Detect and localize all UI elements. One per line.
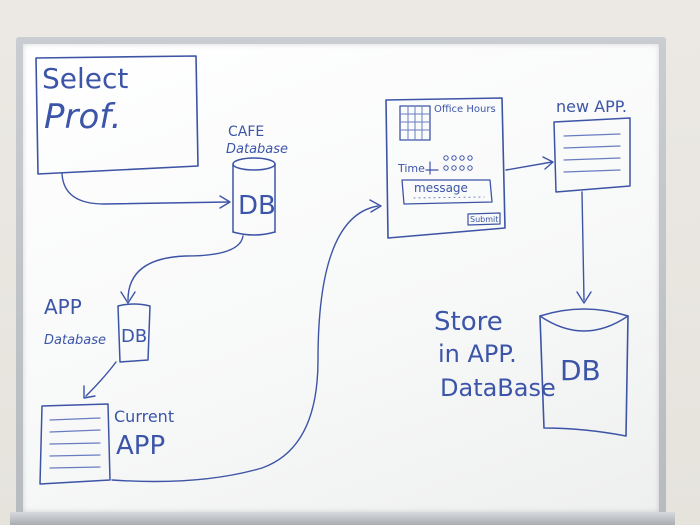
current-app-label2: APP xyxy=(116,431,165,461)
store-line2: in APP. xyxy=(438,340,517,368)
time-slots xyxy=(443,155,473,171)
arrow-current-to-form xyxy=(111,205,379,483)
app-db-text: DB xyxy=(121,326,147,347)
time-label: Time xyxy=(397,162,425,175)
arrow-form-to-newapp xyxy=(505,161,553,171)
store-line3: DataBase xyxy=(440,374,556,402)
arrow-appdb-to-current xyxy=(85,361,117,397)
select-prof-line1: Select xyxy=(42,62,128,95)
current-app-document: Current APP xyxy=(39,403,174,485)
calendar-grid xyxy=(399,105,431,141)
submit-label: Submit xyxy=(470,215,498,224)
submit-button-sketch xyxy=(467,212,501,226)
arrow-cafe-to-appdb xyxy=(127,235,244,301)
form-title: Office Hours xyxy=(434,104,496,115)
arrow-newapp-to-store xyxy=(581,191,585,301)
office-hours-form: Office Hours Time message Submit xyxy=(385,97,506,239)
marker-tray xyxy=(10,512,675,525)
cafe-database: CAFE Database DB xyxy=(226,124,288,236)
store-database: DB xyxy=(539,308,629,437)
store-db-text: DB xyxy=(560,354,601,387)
app-database: APP Database DB xyxy=(44,295,151,363)
app-db-label1: APP xyxy=(44,295,82,319)
arrow-select-to-cafe xyxy=(61,173,229,205)
select-prof-line2: Prof. xyxy=(44,97,121,137)
store-line1: Store xyxy=(434,307,503,337)
cafe-db-text: DB xyxy=(238,191,276,221)
current-app-label1: Current xyxy=(114,407,174,426)
message-box xyxy=(401,179,493,205)
message-label: message xyxy=(414,181,468,195)
whiteboard-surface xyxy=(23,44,659,512)
new-app-document: new APP. xyxy=(553,97,631,193)
store-text: Store in APP. DataBase xyxy=(434,307,556,402)
new-app-label: new APP. xyxy=(556,97,627,116)
select-prof-box: Select Prof. xyxy=(35,55,199,175)
cafe-db-label1: CAFE xyxy=(228,124,264,140)
app-db-label2: Database xyxy=(44,333,106,348)
cafe-db-label2: Database xyxy=(226,142,288,157)
